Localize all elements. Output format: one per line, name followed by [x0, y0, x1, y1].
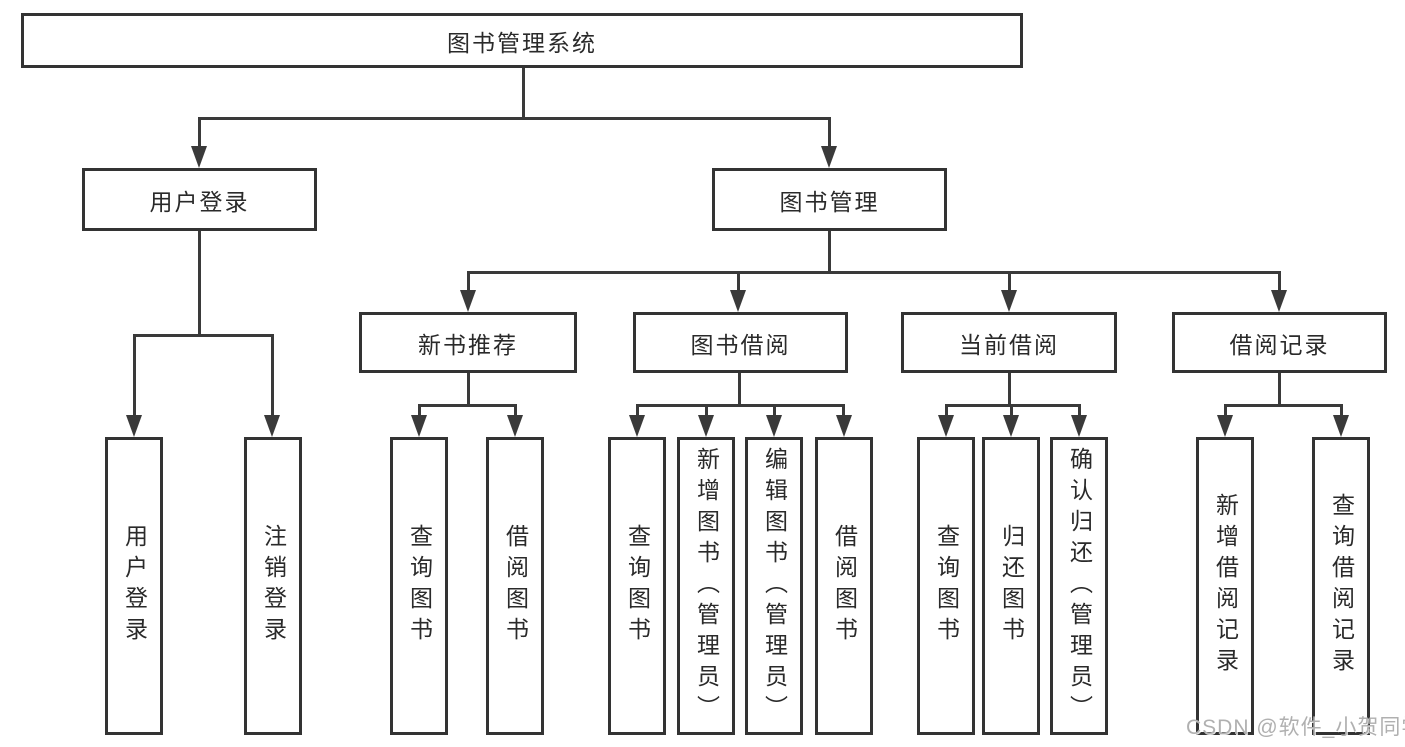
connector-line [1078, 406, 1081, 415]
node-label: 借阅记录 [1229, 331, 1330, 358]
connector-line [705, 406, 708, 415]
connector-line [198, 117, 831, 120]
connector-line [133, 334, 274, 337]
node-label: 确认归还（管理员） [1066, 446, 1093, 726]
node-label: 图书管理系统 [447, 29, 597, 56]
csdn-watermark: CSDN @软件_小贺同学 [1186, 716, 1405, 739]
connector-line [418, 404, 517, 407]
connector-line [1224, 404, 1343, 407]
node-user-login-leaf: 用户登录 [105, 437, 163, 735]
arrow-down-icon [126, 415, 142, 437]
arrow-down-icon [1003, 415, 1019, 437]
node-label: 新书推荐 [418, 331, 518, 358]
node-label: 借阅图书 [502, 524, 529, 648]
node-confirm-return-admin: 确认归还（管理员） [1050, 437, 1108, 735]
arrow-down-icon [730, 290, 746, 312]
connector-line [773, 406, 776, 415]
node-book-borrowing: 图书借阅 [633, 312, 848, 373]
node-user-login: 用户登录 [82, 168, 317, 231]
node-label: 注销登录 [260, 524, 287, 648]
connector-line [945, 406, 948, 415]
connector-line [1278, 273, 1281, 290]
node-logout: 注销登录 [244, 437, 302, 735]
node-return-books: 归还图书 [982, 437, 1040, 735]
connector-line [1010, 406, 1013, 415]
arrow-down-icon [460, 290, 476, 312]
arrow-down-icon [629, 415, 645, 437]
arrow-down-icon [191, 146, 207, 168]
node-label: 查询借阅记录 [1328, 493, 1355, 679]
node-borrow-books-borrowing: 借阅图书 [815, 437, 873, 735]
node-query-books-current: 查询图书 [917, 437, 975, 735]
node-label: 用户登录 [149, 188, 250, 215]
connector-line [522, 67, 525, 119]
node-book-management: 图书管理 [712, 168, 947, 231]
connector-line [636, 404, 845, 407]
node-new-book-recommend: 新书推荐 [359, 312, 577, 373]
node-label: 查询图书 [406, 524, 433, 648]
arrow-down-icon [1217, 415, 1233, 437]
arrow-down-icon [1333, 415, 1349, 437]
node-library-management-system: 图书管理系统 [21, 13, 1023, 68]
node-label: 图书借阅 [690, 331, 791, 358]
connector-line [636, 406, 639, 415]
connector-line [467, 273, 470, 290]
connector-line [1008, 373, 1011, 407]
arrow-down-icon [821, 146, 837, 168]
connector-line [467, 373, 470, 407]
node-add-books-admin: 新增图书（管理员） [677, 437, 735, 735]
node-query-borrow-record: 查询借阅记录 [1312, 437, 1370, 735]
connector-line [945, 404, 1081, 407]
arrow-down-icon [264, 415, 280, 437]
arrow-down-icon [1271, 290, 1287, 312]
node-label: 新增借阅记录 [1212, 493, 1239, 679]
arrow-down-icon [836, 415, 852, 437]
node-label: 查询图书 [933, 524, 960, 648]
connector-line [828, 119, 831, 146]
connector-line [467, 271, 1281, 274]
node-label: 用户登录 [121, 524, 148, 648]
node-query-books-recommend: 查询图书 [390, 437, 448, 735]
arrow-down-icon [698, 415, 714, 437]
node-edit-books-admin: 编辑图书（管理员） [745, 437, 803, 735]
connector-line [828, 231, 831, 274]
arrow-down-icon [938, 415, 954, 437]
connector-line [1340, 406, 1343, 415]
node-current-borrowing: 当前借阅 [901, 312, 1117, 373]
connector-line [1278, 373, 1281, 407]
node-label: 查询图书 [624, 524, 651, 648]
connector-line [198, 231, 201, 337]
arrow-down-icon [1071, 415, 1087, 437]
node-label: 借阅图书 [831, 524, 858, 648]
node-borrowing-records: 借阅记录 [1172, 312, 1387, 373]
node-query-books-borrowing: 查询图书 [608, 437, 666, 735]
node-label: 图书管理 [779, 188, 880, 215]
connector-line [271, 336, 274, 415]
arrow-down-icon [766, 415, 782, 437]
node-label: 归还图书 [998, 524, 1025, 648]
connector-line [1008, 273, 1011, 290]
connector-line [738, 373, 741, 407]
node-label: 新增图书（管理员） [693, 446, 720, 726]
arrow-down-icon [507, 415, 523, 437]
arrow-down-icon [411, 415, 427, 437]
connector-line [198, 119, 201, 146]
connector-line [842, 406, 845, 415]
connector-line [514, 406, 517, 415]
node-add-borrow-record: 新增借阅记录 [1196, 437, 1254, 735]
node-borrow-books-recommend: 借阅图书 [486, 437, 544, 735]
connector-line [133, 336, 136, 415]
connector-line [737, 273, 740, 290]
node-label: 编辑图书（管理员） [761, 446, 788, 726]
arrow-down-icon [1001, 290, 1017, 312]
connector-line [1224, 406, 1227, 415]
connector-line [418, 406, 421, 415]
node-label: 当前借阅 [959, 331, 1059, 358]
